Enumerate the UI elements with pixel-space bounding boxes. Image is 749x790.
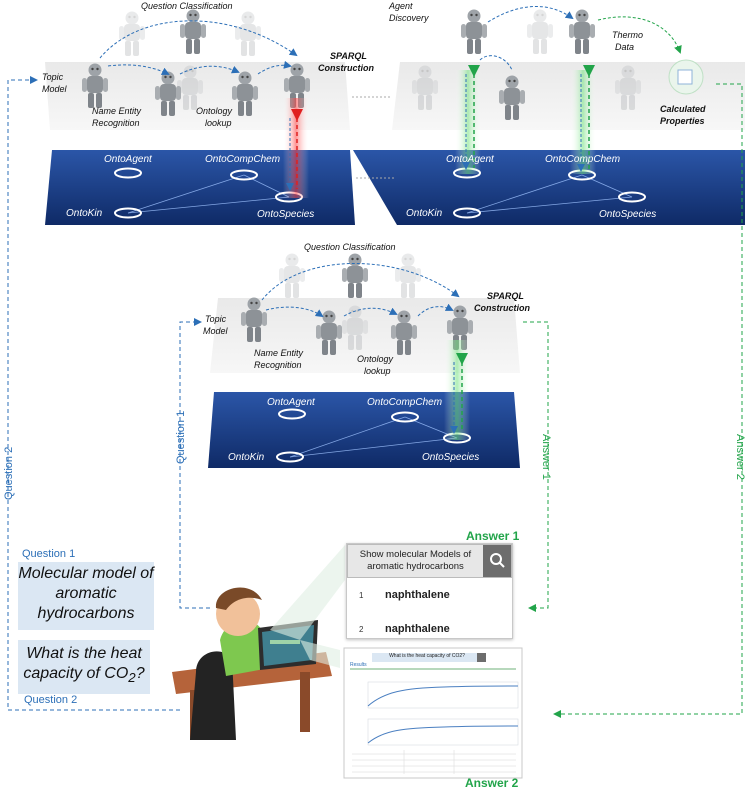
answer-1-vertical-label: Answer 1 — [540, 434, 552, 480]
label-topic-model-2-line2: Model — [203, 326, 229, 336]
label-ontology-lookup-2-line1: Ontology — [357, 354, 394, 364]
result-row[interactable]: 2 naphthalene — [347, 614, 512, 638]
answer-2-results-label: Results — [350, 662, 367, 668]
onto-compchem-label: OntoCompChem — [205, 154, 280, 165]
label-ner-line2: Recognition — [92, 118, 140, 128]
flow-arrow — [107, 64, 170, 75]
onto-agent-label-3: OntoAgent — [267, 397, 316, 408]
question-2-subscript: 2 — [128, 670, 136, 686]
label-agent-discovery-line1: Agent — [388, 1, 413, 11]
label-topic-model-line1: Topic — [42, 72, 64, 82]
question-2-text: What is the heat capacity of CO — [23, 645, 142, 682]
label-calc-props-line1: Calculated — [660, 104, 706, 114]
label-sparql-line1: SPARQL — [330, 51, 367, 61]
answer-1-card: Show molecular Models of aromatic hydroc… — [346, 543, 513, 639]
flow-arrow — [479, 55, 513, 71]
answer-2-chart — [343, 647, 523, 779]
label-question-classification-2: Question Classification — [304, 242, 396, 252]
label-ontology-lookup-line1: Ontology — [196, 106, 233, 116]
robot-thermo-data — [569, 9, 595, 54]
answer-1-title: Answer 1 — [466, 529, 520, 543]
user-illustration — [172, 587, 332, 740]
label-sparql-line2: Construction — [318, 63, 374, 73]
result-name: naphthalene — [385, 623, 450, 635]
flow-arrow — [597, 16, 682, 54]
robot-question-classification-2 — [342, 253, 368, 298]
result-row[interactable]: 1 naphthalene — [347, 580, 512, 615]
answer-2-beam — [300, 640, 340, 668]
answer-1-search-text: Show molecular Models of aromatic hydroc… — [359, 549, 472, 572]
beam-green-agent — [455, 70, 481, 174]
answer-2-vertical-label: Answer 2 — [734, 434, 746, 480]
label-calc-props-line2: Properties — [660, 116, 705, 126]
label-ontology-lookup-2-line2: lookup — [364, 366, 391, 376]
robot-question-classification — [180, 9, 206, 54]
flow-arrow — [179, 65, 240, 75]
question-2-end: ? — [135, 665, 145, 682]
question-2-vertical-label: Question 2 — [3, 447, 15, 500]
query-beam-red — [283, 98, 309, 198]
label-ontology-lookup-line2: lookup — [205, 118, 232, 128]
question-1-text: Molecular model of aromatic hydrocarbons — [18, 565, 154, 622]
question-1-bubble: Molecular model of aromatic hydrocarbons — [18, 562, 154, 630]
agent-plane-top-left — [45, 62, 350, 130]
label-thermo-line2: Data — [615, 42, 634, 52]
label-question-classification: Question Classification — [141, 1, 233, 11]
flow-arrow — [261, 263, 460, 301]
answer-1-beam — [270, 545, 345, 640]
onto-compchem-label-3: OntoCompChem — [367, 397, 442, 408]
question-2-label: Question 2 — [24, 694, 78, 706]
label-topic-model-2-line1: Topic — [205, 314, 227, 324]
label-agent-discovery-line2: Discovery — [389, 13, 429, 23]
question-2-path — [7, 76, 180, 711]
label-ner-line1: Name Entity — [92, 106, 142, 116]
question-1-vertical-label: Question 1 — [175, 411, 187, 464]
search-button[interactable] — [483, 545, 511, 577]
ontology-plate-top-right — [353, 150, 745, 225]
onto-agent-label-2: OntoAgent — [446, 154, 495, 165]
question-2-bubble: What is the heat capacity of CO2? — [18, 640, 150, 694]
onto-kin-label-2: OntoKin — [406, 208, 443, 219]
question-1-path — [179, 318, 210, 609]
answer-1-path — [523, 321, 549, 612]
onto-kin-label-3: OntoKin — [228, 452, 265, 463]
onto-kin-label: OntoKin — [66, 208, 103, 219]
result-number: 1 — [359, 591, 364, 600]
question-1-label: Question 1 — [22, 548, 76, 560]
label-sparql-2-line1: SPARQL — [487, 291, 524, 301]
search-icon — [490, 553, 505, 568]
result-name: naphthalene — [385, 589, 450, 601]
robot-agent-discovery — [461, 9, 487, 54]
label-thermo-line1: Thermo — [612, 30, 643, 40]
answer-2-search-text: What is the heat capacity of CO2? — [389, 653, 465, 659]
label-sparql-2-line2: Construction — [474, 303, 530, 313]
onto-species-label: OntoSpecies — [257, 209, 314, 220]
onto-species-label-2: OntoSpecies — [599, 209, 656, 220]
label-ner-2-line2: Recognition — [254, 360, 302, 370]
label-ner-2-line1: Name Entity — [254, 348, 304, 358]
beam-green-compchem — [570, 70, 596, 174]
answer-1-search-bar[interactable]: Show molecular Models of aromatic hydroc… — [347, 544, 512, 578]
onto-agent-label: OntoAgent — [104, 154, 153, 165]
label-topic-model-line2: Model — [42, 84, 68, 94]
onto-compchem-label-2: OntoCompChem — [545, 154, 620, 165]
agent-plane-middle — [210, 298, 520, 373]
onto-species-label-3: OntoSpecies — [422, 452, 479, 463]
result-number: 2 — [359, 625, 364, 634]
beam-green-middle — [444, 340, 470, 440]
flow-arrow — [257, 60, 292, 75]
flow-arrow — [487, 6, 574, 23]
answer-2-path — [553, 83, 743, 718]
answer-2-title: Answer 2 — [465, 776, 519, 790]
flow-arrow — [265, 306, 324, 318]
